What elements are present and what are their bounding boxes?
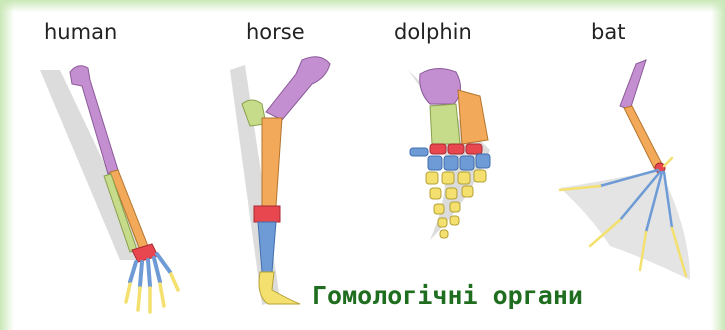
horse-leg xyxy=(230,57,330,305)
dolphin-radius xyxy=(458,90,488,144)
dolphin-carpals xyxy=(430,144,482,154)
dolphin-ulna xyxy=(430,104,460,144)
bat-humerus xyxy=(620,60,646,110)
human-phalanges xyxy=(126,274,178,312)
bat-radius xyxy=(624,106,662,168)
horse-humerus xyxy=(266,57,330,120)
horse-radius xyxy=(262,118,282,206)
caption-homologous-organs: Гомологічні органи xyxy=(312,281,583,310)
dolphin-flipper xyxy=(408,68,490,240)
dolphin-humerus xyxy=(420,68,461,104)
horse-carpals xyxy=(254,206,280,222)
horse-phalanges xyxy=(259,272,300,304)
human-arm xyxy=(40,66,178,312)
bat-wing xyxy=(560,60,690,280)
